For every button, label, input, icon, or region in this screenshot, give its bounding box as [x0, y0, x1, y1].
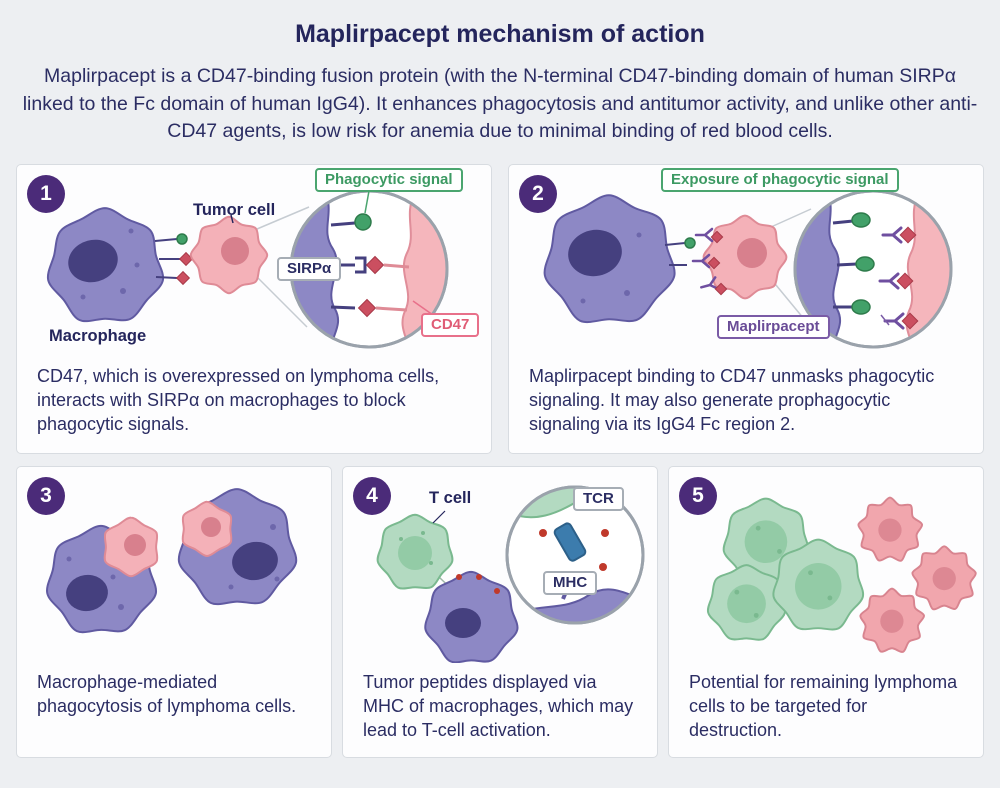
- cd47-on-membrane: [896, 226, 919, 330]
- lens-callout-line: [256, 206, 310, 230]
- maplirpacept-bound: [878, 226, 905, 330]
- macrophage-nucleus: [66, 574, 108, 612]
- tumor-nucleus: [221, 237, 249, 266]
- bottom-row: 3: [16, 466, 984, 759]
- lens-callout-line: [256, 276, 308, 328]
- sirpa-receptor-stems: [154, 238, 180, 280]
- phagocytic-signal-label: Phagocytic signal: [315, 168, 463, 193]
- maplirpacept-molecules: [691, 227, 720, 291]
- signal-label-leader: [364, 190, 370, 214]
- sirpa-receptor: [355, 256, 367, 274]
- macrophage-speckles: [66, 556, 124, 611]
- tcr-label: TCR: [573, 487, 624, 512]
- macrophage-nucleus: [445, 608, 481, 639]
- phagocytic-signal-dot: [176, 233, 188, 245]
- lens-callout-line: [770, 208, 812, 228]
- macrophage-speckles: [580, 232, 642, 304]
- sirpa-stem: [330, 305, 356, 310]
- panel-2-caption: Maplirpacept binding to CD47 unmasks pha…: [529, 366, 935, 434]
- cd47-stem: [375, 306, 408, 312]
- panel-2-art: [543, 189, 953, 349]
- exposure-signal-label: Exposure of phagocytic signal: [661, 168, 899, 193]
- panel-step-2: 2: [508, 164, 984, 455]
- cd47-label: CD47: [421, 313, 480, 338]
- macrophage-speckles: [80, 228, 140, 300]
- t-cell-label: T cell: [429, 489, 472, 508]
- cd47-molecule: [357, 298, 377, 318]
- macrophage-speckles: [228, 524, 280, 590]
- panel-5-caption: Potential for remaining lymphoma cells t…: [689, 672, 958, 740]
- lymphoma-nucleus: [932, 567, 956, 591]
- tumor-nucleus: [201, 517, 221, 538]
- lymphoma-nucleus: [878, 518, 902, 542]
- phagocytic-signal-dot: [684, 237, 696, 249]
- tcr-receptor: [553, 522, 587, 562]
- step-2-number: 2: [532, 182, 544, 206]
- step-1-badge: 1: [27, 175, 65, 214]
- sirpa-stems: [832, 219, 858, 309]
- sirpa-receptor-stems: [664, 242, 687, 267]
- tumor-label-leader: [230, 214, 234, 224]
- cd47-molecule: [175, 270, 191, 286]
- panel-3-illustration: [17, 467, 331, 663]
- cd47-molecule: [178, 251, 194, 267]
- step-1-number: 1: [40, 182, 52, 206]
- panel-4-art: [376, 485, 645, 664]
- t-cell-nucleus: [727, 584, 766, 624]
- macrophage-nucleus: [68, 239, 118, 283]
- panel-step-5: 5: [668, 466, 984, 759]
- panel-step-3: 3: [16, 466, 332, 759]
- macrophage-nucleus: [232, 541, 278, 581]
- cd47-molecules: [707, 230, 728, 296]
- panel-4-illustration: T cell TCR MHC: [343, 467, 657, 664]
- t-cell-nucleus: [398, 536, 432, 571]
- panel-3-art: [46, 488, 298, 634]
- panel-2-illustration: Exposure of phagocytic signal Maplirpace…: [509, 165, 983, 357]
- t-cell-speckles: [399, 531, 433, 566]
- mhc-label: MHC: [543, 571, 598, 596]
- tumor-cell-label: Tumor cell: [193, 201, 276, 220]
- cd47-stem: [383, 263, 410, 269]
- step-4-number: 4: [366, 484, 378, 508]
- maplirpacept-label-leader: [880, 314, 890, 326]
- step-4-badge: 4: [353, 477, 391, 516]
- t-cell-speckles: [734, 525, 833, 618]
- macrophage-label: Macrophage: [49, 327, 147, 346]
- sirpa-label: SIRPα: [277, 257, 342, 282]
- panel-step-1: 1: [16, 164, 492, 455]
- antigen-dots: [539, 529, 609, 572]
- panel-4-caption: Tumor peptides displayed via MHC of macr…: [363, 672, 634, 740]
- t-cell-nucleus: [794, 563, 842, 610]
- macrophage-nucleus: [568, 229, 622, 277]
- page-title: Maplirpacept mechanism of action: [295, 20, 705, 48]
- panel-5-art: [706, 496, 977, 654]
- step-3-number: 3: [40, 484, 52, 508]
- tumor-nucleus: [124, 534, 146, 557]
- antigen-dots: [456, 574, 500, 595]
- intro-text: Maplirpacept is a CD47-binding fusion pr…: [22, 65, 978, 143]
- step-2-badge: 2: [519, 175, 557, 214]
- panel-5-illustration: [669, 467, 983, 663]
- tcell-label-leader: [432, 510, 446, 524]
- step-3-badge: 3: [27, 477, 65, 516]
- maplirpacept-label: Maplirpacept: [717, 315, 830, 340]
- sirpa-stem: [330, 221, 356, 227]
- phagocytic-signal-blocked: [354, 213, 372, 231]
- t-cell-nucleus: [744, 520, 788, 564]
- cd47-molecule: [365, 255, 385, 275]
- step-5-number: 5: [692, 484, 704, 508]
- cd47-label-leader: [412, 300, 434, 316]
- exposed-phagocytic-signals: [851, 212, 875, 315]
- lymphoma-nucleus: [880, 609, 904, 633]
- tumor-nucleus: [737, 238, 767, 269]
- panel-step-4: 4: [342, 466, 658, 759]
- top-row: 1: [16, 164, 984, 455]
- panel-1-illustration: Tumor cell Macrophage Phagocytic signal …: [17, 165, 491, 357]
- step-5-badge: 5: [679, 477, 717, 516]
- panel-3-caption: Macrophage-mediated phagocytosis of lymp…: [37, 672, 297, 716]
- panel-1-caption: CD47, which is overexpressed on lymphoma…: [37, 366, 440, 434]
